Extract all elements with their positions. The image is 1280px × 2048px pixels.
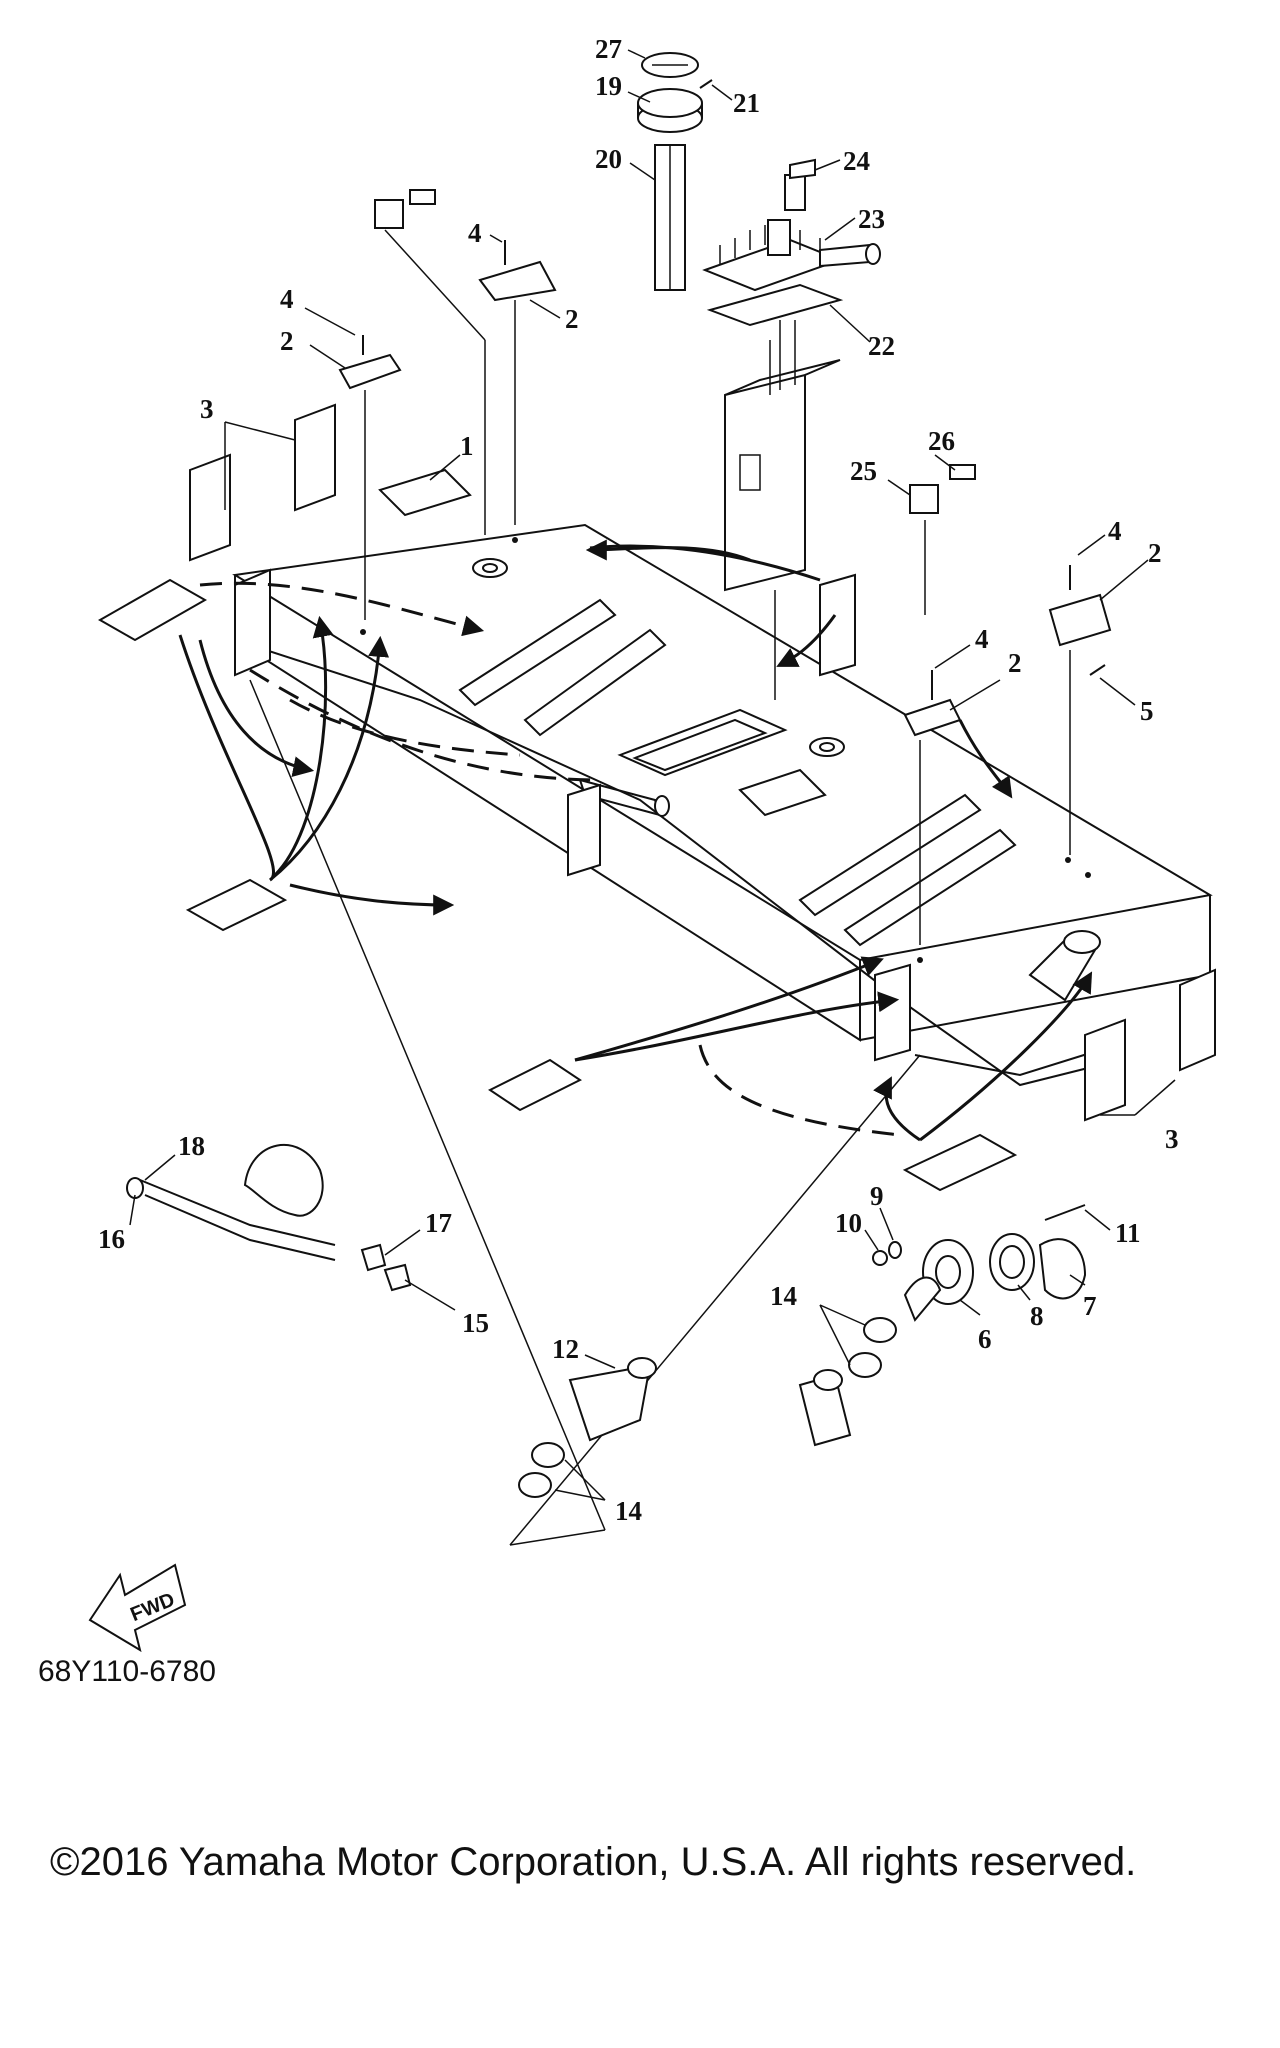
callout-18: 18 (178, 1131, 205, 1161)
callout-3-a: 3 (200, 394, 214, 424)
copyright-notice: ©2016 Yamaha Motor Corporation, U.S.A. A… (50, 1840, 1137, 1884)
callout-8: 8 (1030, 1301, 1044, 1331)
vent-fittings (374, 189, 976, 514)
callout-7: 7 (1083, 1291, 1097, 1321)
placement-arrows (178, 539, 1093, 1142)
brackets (338, 240, 1112, 737)
callout-2-b: 2 (280, 326, 294, 356)
drawing-code: 68Y110-6780 (38, 1655, 216, 1688)
callout-23: 23 (858, 204, 885, 234)
pads (97, 403, 1216, 1192)
filler-cap-assembly (872, 1204, 1087, 1322)
callout-4-b: 4 (468, 218, 482, 248)
callout-25: 25 (850, 456, 877, 486)
fuel-pump-assembly (637, 52, 881, 592)
fwd-arrow-icon: FWD (88, 1563, 187, 1653)
callout-27: 27 (595, 34, 622, 64)
callout-10: 10 (835, 1208, 862, 1238)
callout-2-a: 2 (565, 304, 579, 334)
callouts: 1 2 2 2 2 3 3 4 4 4 4 5 6 7 8 9 10 (98, 34, 1179, 1526)
callout-2-c: 2 (1008, 648, 1022, 678)
callout-17: 17 (425, 1208, 452, 1238)
callout-14-a: 14 (770, 1281, 797, 1311)
callout-4-d: 4 (1108, 516, 1122, 546)
callout-16: 16 (98, 1224, 125, 1254)
callout-3-b: 3 (1165, 1124, 1179, 1154)
callout-26: 26 (928, 426, 955, 456)
callout-22: 22 (868, 331, 895, 361)
callout-1: 1 (460, 431, 474, 461)
hoses-and-clamps (126, 1143, 897, 1498)
callout-6: 6 (978, 1324, 992, 1354)
callout-5: 5 (1140, 696, 1154, 726)
leader-lines (249, 229, 1071, 1546)
callout-15: 15 (462, 1308, 489, 1338)
callout-4-c: 4 (975, 624, 989, 654)
callout-20: 20 (595, 144, 622, 174)
callout-24: 24 (843, 146, 870, 176)
callout-19: 19 (595, 71, 622, 101)
callout-4-a: 4 (280, 284, 294, 314)
callout-2-d: 2 (1148, 538, 1162, 568)
callout-12: 12 (552, 1334, 579, 1364)
callout-11: 11 (1115, 1218, 1141, 1248)
callout-14-b: 14 (615, 1496, 642, 1526)
callout-21: 21 (733, 88, 760, 118)
callout-9: 9 (870, 1181, 884, 1211)
